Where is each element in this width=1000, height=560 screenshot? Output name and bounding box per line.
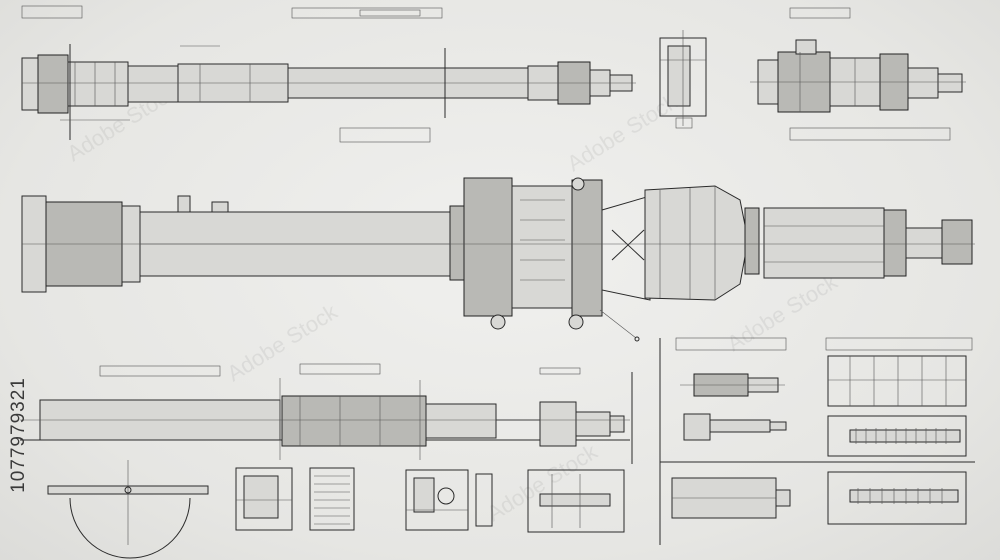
bottom-section-assembly [20, 363, 633, 464]
arc-detail [47, 460, 209, 559]
stock-id-label: 1077979321 [8, 377, 30, 493]
bracket-detail [659, 30, 707, 129]
detail-frame-1 [235, 467, 293, 531]
detail-frame-2 [309, 467, 355, 531]
top-barrel-assembly [21, 44, 636, 143]
main-barrel-assembly [21, 177, 975, 342]
stock-id-number: 1077979321 [4, 320, 34, 550]
annotation-blocks [21, 5, 973, 375]
detail-frame-3 [405, 469, 493, 531]
detail-frame-4 [527, 469, 625, 533]
right-panel-grid [659, 338, 975, 545]
top-right-mechanism [750, 39, 966, 141]
